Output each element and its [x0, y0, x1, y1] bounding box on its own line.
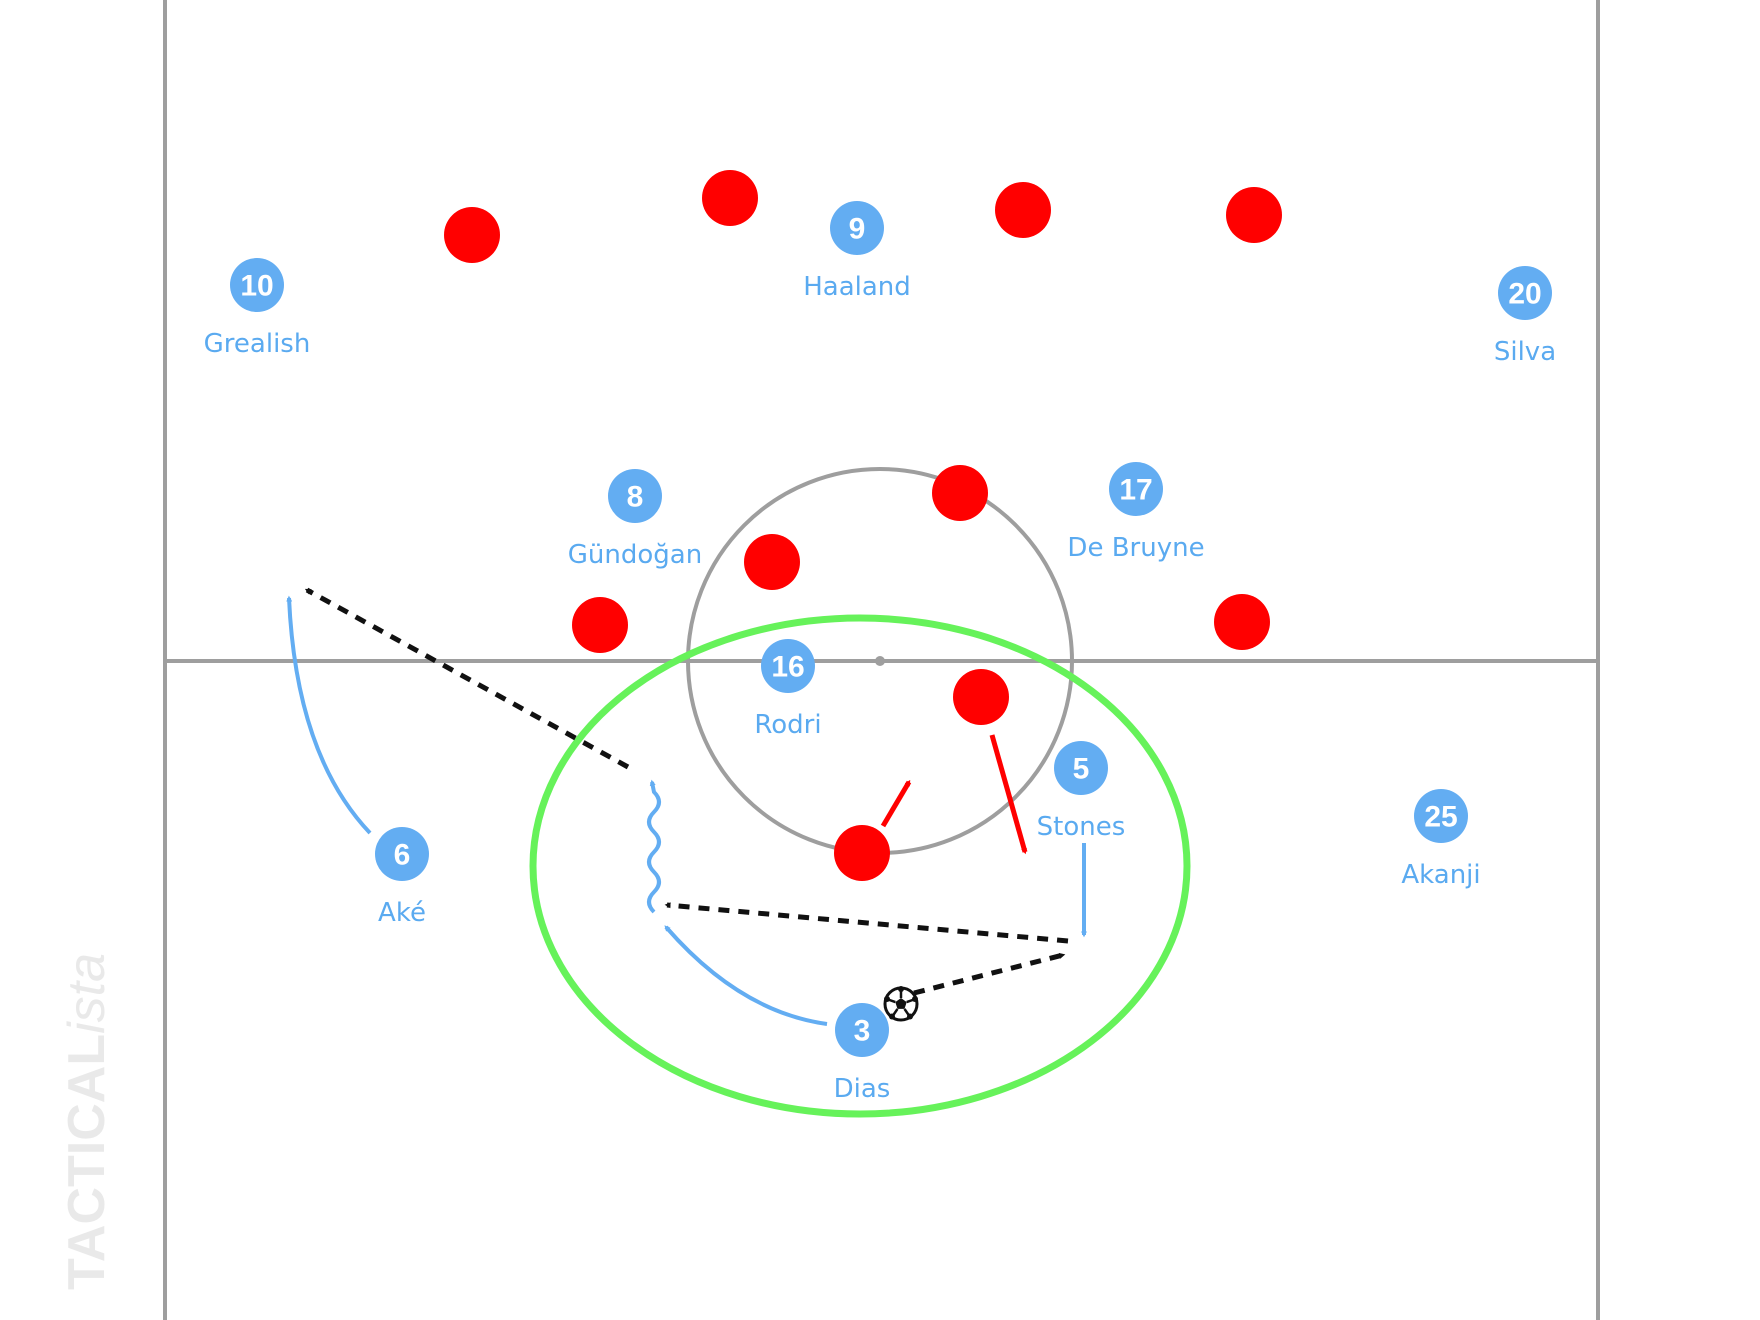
player-name: Grealish — [204, 329, 311, 359]
player-name: Haaland — [803, 272, 911, 302]
player-name: Akanji — [1401, 860, 1480, 890]
opponent-token[interactable] — [834, 825, 890, 881]
soccer-ball-icon[interactable] — [883, 986, 919, 1022]
opponent-token[interactable] — [702, 170, 758, 226]
player-token — [230, 258, 284, 312]
press-arrow-red-down — [989, 734, 1028, 855]
opponent-token[interactable] — [1226, 187, 1282, 243]
player-number: 16 — [771, 651, 804, 684]
opponents — [444, 170, 1282, 881]
player-number: 25 — [1424, 801, 1457, 834]
player-token — [375, 827, 429, 881]
player-name: Dias — [834, 1074, 891, 1104]
player-token — [1414, 789, 1468, 843]
player-name: Gündoğan — [568, 540, 702, 570]
dribble-arrow-wavy — [647, 779, 661, 914]
opponent-token[interactable] — [932, 465, 988, 521]
watermark: TACTICALista — [58, 953, 116, 1290]
player-name: Silva — [1494, 337, 1556, 367]
player-number: 17 — [1119, 474, 1152, 507]
player-number: 10 — [240, 270, 273, 303]
player-token — [608, 469, 662, 523]
player-17[interactable]: 17 De Bruyne — [1067, 462, 1205, 563]
opponent-token[interactable] — [572, 597, 628, 653]
player-token — [761, 639, 815, 693]
press-arrow-red-up — [880, 779, 912, 828]
opponent-token[interactable] — [1214, 594, 1270, 650]
highlight-zone — [529, 614, 1191, 1118]
player-name: Stones — [1037, 812, 1126, 842]
opponent-token[interactable] — [744, 534, 800, 590]
pass-arrow-dribble-to-grealish — [304, 587, 630, 770]
player-number: 3 — [854, 1015, 871, 1048]
opponent-token[interactable] — [444, 207, 500, 263]
player-number: 6 — [394, 839, 411, 872]
opponent-token[interactable] — [995, 182, 1051, 238]
player-token — [1498, 266, 1552, 320]
pass-arrow-stones-to-dias — [664, 902, 1069, 944]
player-token — [835, 1003, 889, 1057]
opponent-token[interactable] — [953, 669, 1009, 725]
centre-spot — [875, 656, 885, 666]
player-name: De Bruyne — [1067, 533, 1204, 563]
run-arrow-dias — [664, 925, 828, 1026]
player-token — [1109, 462, 1163, 516]
run-arrow-ake — [286, 595, 372, 835]
player-token — [1054, 741, 1108, 795]
player-name: Rodri — [754, 710, 821, 740]
player-number: 8 — [627, 481, 644, 514]
player-number: 5 — [1073, 753, 1090, 786]
player-number: 20 — [1508, 278, 1541, 311]
player-number: 9 — [849, 213, 866, 246]
pass-arrow-dias-to-stones — [913, 952, 1066, 996]
player-name: Aké — [378, 898, 426, 928]
player-token — [830, 201, 884, 255]
arrows — [286, 587, 1087, 1026]
